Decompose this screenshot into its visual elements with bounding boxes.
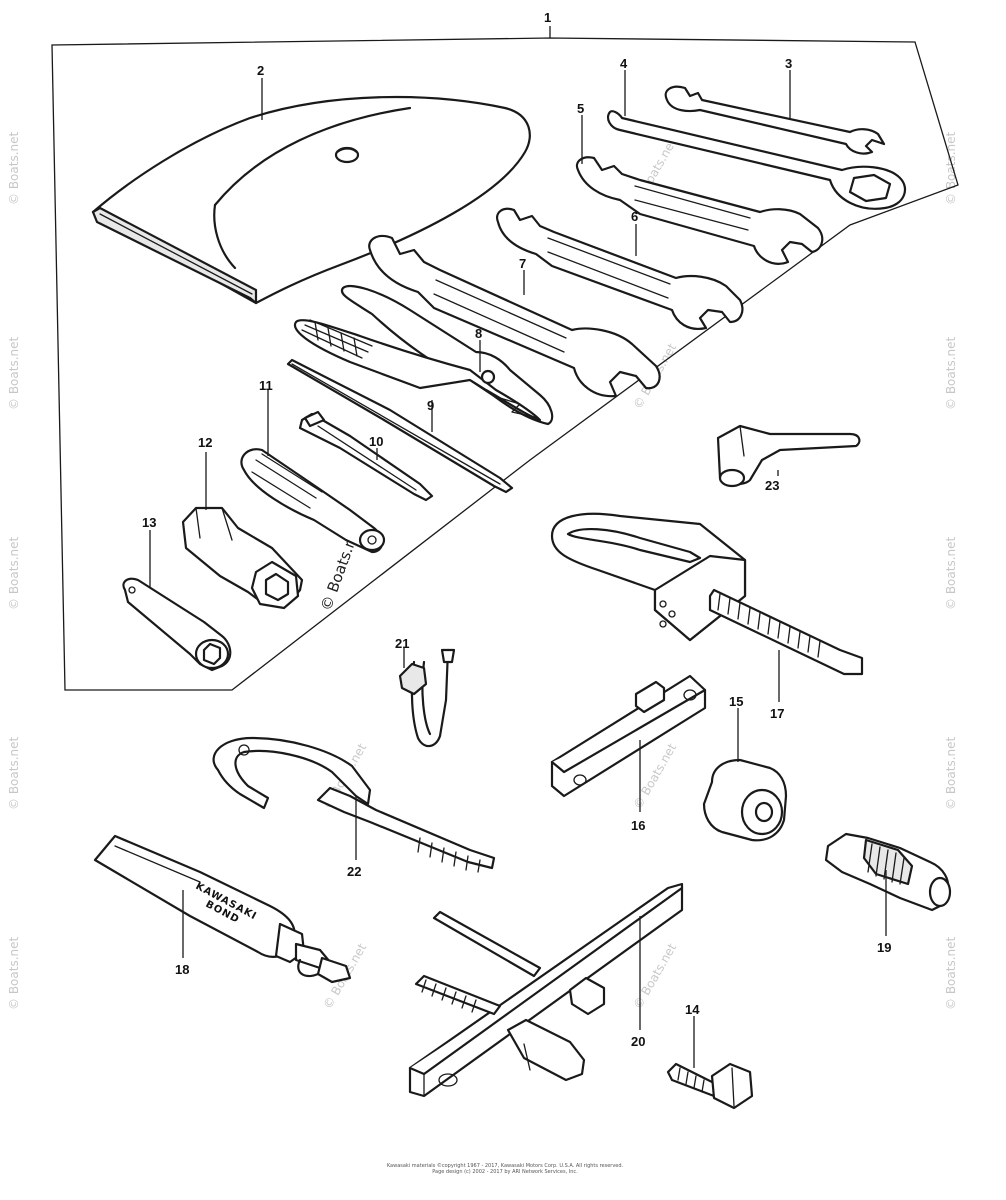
watermark: © Boats.net bbox=[630, 941, 679, 1012]
footer-line-1: Kawasaki materials ©copyright 1967 - 201… bbox=[386, 1163, 624, 1169]
flat-plate-tool bbox=[550, 674, 707, 798]
copyright-footer: Kawasaki materials ©copyright 1967 - 201… bbox=[330, 1163, 680, 1175]
puller-bar bbox=[408, 882, 684, 1098]
callout-3: 3 bbox=[785, 56, 792, 71]
screwdriver-handle bbox=[240, 448, 386, 554]
callout-5: 5 bbox=[577, 101, 584, 116]
knurled-driver bbox=[824, 832, 952, 912]
hook-tool bbox=[212, 736, 496, 873]
wrench-small bbox=[664, 85, 886, 155]
callout-11: 11 bbox=[259, 378, 273, 393]
screwdriver-long bbox=[286, 358, 514, 494]
callout-17: 17 bbox=[770, 706, 784, 721]
pliers bbox=[293, 284, 554, 426]
bushing bbox=[702, 758, 788, 842]
watermark: © Boats.net bbox=[7, 336, 21, 410]
wrench-ring bbox=[606, 110, 907, 210]
fitting-tube bbox=[398, 648, 456, 748]
callout-numbers: 1 2 3 4 5 6 7 8 9 10 11 12 13 14 15 16 1… bbox=[142, 10, 891, 1049]
callout-6: 6 bbox=[631, 209, 638, 224]
bolt bbox=[666, 1062, 754, 1110]
wrench-open-5 bbox=[575, 156, 824, 265]
wrench-open-7 bbox=[368, 234, 661, 398]
clamp-puller bbox=[550, 512, 864, 676]
watermark: © Boats.net bbox=[944, 536, 958, 610]
watermark: © Boats.net bbox=[7, 736, 21, 810]
callout-21: 21 bbox=[395, 636, 409, 651]
offset-tool bbox=[716, 424, 861, 488]
callout-8: 8 bbox=[475, 326, 482, 341]
callout-10: 10 bbox=[369, 434, 383, 449]
footer-line-2: Page design (c) 2002 - 2017 by ARI Netwo… bbox=[432, 1169, 578, 1175]
callout-4: 4 bbox=[620, 56, 628, 71]
hex-socket-wrench bbox=[181, 506, 304, 610]
screwdriver-tip bbox=[298, 410, 434, 502]
callout-14: 14 bbox=[685, 1002, 700, 1017]
callout-15: 15 bbox=[729, 694, 743, 709]
watermark: © Boats.net bbox=[944, 936, 958, 1010]
callout-23: 23 bbox=[765, 478, 779, 493]
callout-7: 7 bbox=[519, 256, 526, 271]
watermark: © Boats.net bbox=[944, 131, 958, 205]
watermark: © Boats.net bbox=[7, 536, 21, 610]
callout-9: 9 bbox=[427, 398, 434, 413]
callout-16: 16 bbox=[631, 818, 645, 833]
callout-12: 12 bbox=[198, 435, 212, 450]
callout-19: 19 bbox=[877, 940, 891, 955]
callout-22: 22 bbox=[347, 864, 361, 879]
watermark: © Boats.net bbox=[7, 131, 21, 205]
watermark: © Boats.net bbox=[7, 936, 21, 1010]
callout-1: 1 bbox=[544, 10, 551, 25]
toolkit-boundary bbox=[51, 37, 959, 691]
tool-bag bbox=[91, 95, 531, 305]
callout-13: 13 bbox=[142, 515, 156, 530]
tube-box-wrench bbox=[122, 577, 232, 672]
bond-tube: KAWASAKI BOND bbox=[93, 834, 352, 984]
watermark: © Boats.net bbox=[630, 741, 679, 812]
callout-2: 2 bbox=[257, 63, 264, 78]
callout-18: 18 bbox=[175, 962, 189, 977]
watermark: © Boats.net bbox=[944, 736, 958, 810]
wrench-open-6 bbox=[496, 207, 744, 330]
leader-lines bbox=[149, 70, 887, 1068]
watermark: © Boats.net bbox=[944, 336, 958, 410]
callout-20: 20 bbox=[631, 1034, 645, 1049]
